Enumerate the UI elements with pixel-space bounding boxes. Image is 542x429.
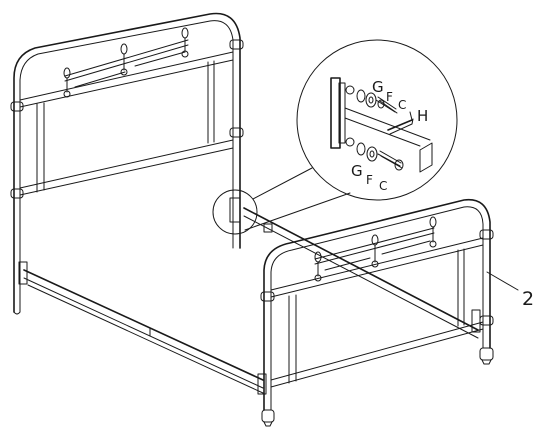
connection-detail-callout: G F C H G F C (212, 39, 458, 235)
rail-end (419, 142, 433, 173)
label-upper-f: F (386, 90, 393, 104)
headboard-finial (181, 27, 189, 58)
footboard-foot (261, 409, 275, 427)
allen-key-h (387, 111, 414, 135)
right-side-rail (243, 207, 481, 339)
washer-f (366, 146, 378, 162)
footboard-foot (479, 347, 494, 365)
label-upper-c: C (398, 98, 406, 112)
label-lower-g: G (351, 162, 363, 180)
headboard-finial (63, 67, 71, 98)
bracket-plate (330, 77, 341, 149)
label-upper-h: H (417, 107, 428, 125)
label-upper-g: G (372, 78, 384, 96)
label-lower-f: F (366, 173, 373, 187)
left-side-rail (18, 261, 267, 395)
joint-highlight-circle (212, 189, 258, 235)
footboard-finial (371, 234, 379, 268)
headboard-finial (120, 43, 128, 76)
part-number-callout: 2 (486, 271, 534, 310)
footboard-finial (314, 251, 322, 282)
label-lower-c: C (379, 179, 387, 193)
magnified-detail-circle (296, 39, 458, 201)
washer-g (356, 89, 366, 103)
joint-bracket (229, 197, 241, 223)
bolt-c (375, 99, 396, 113)
part-number-label: 2 (522, 288, 534, 310)
washer-g (356, 142, 366, 156)
lower-hardware-stack (345, 137, 404, 171)
part-number-leader (486, 271, 519, 291)
footboard (260, 198, 494, 427)
footboard-finial (429, 216, 437, 248)
headboard (10, 12, 244, 315)
upper-hardware-stack (345, 85, 398, 114)
